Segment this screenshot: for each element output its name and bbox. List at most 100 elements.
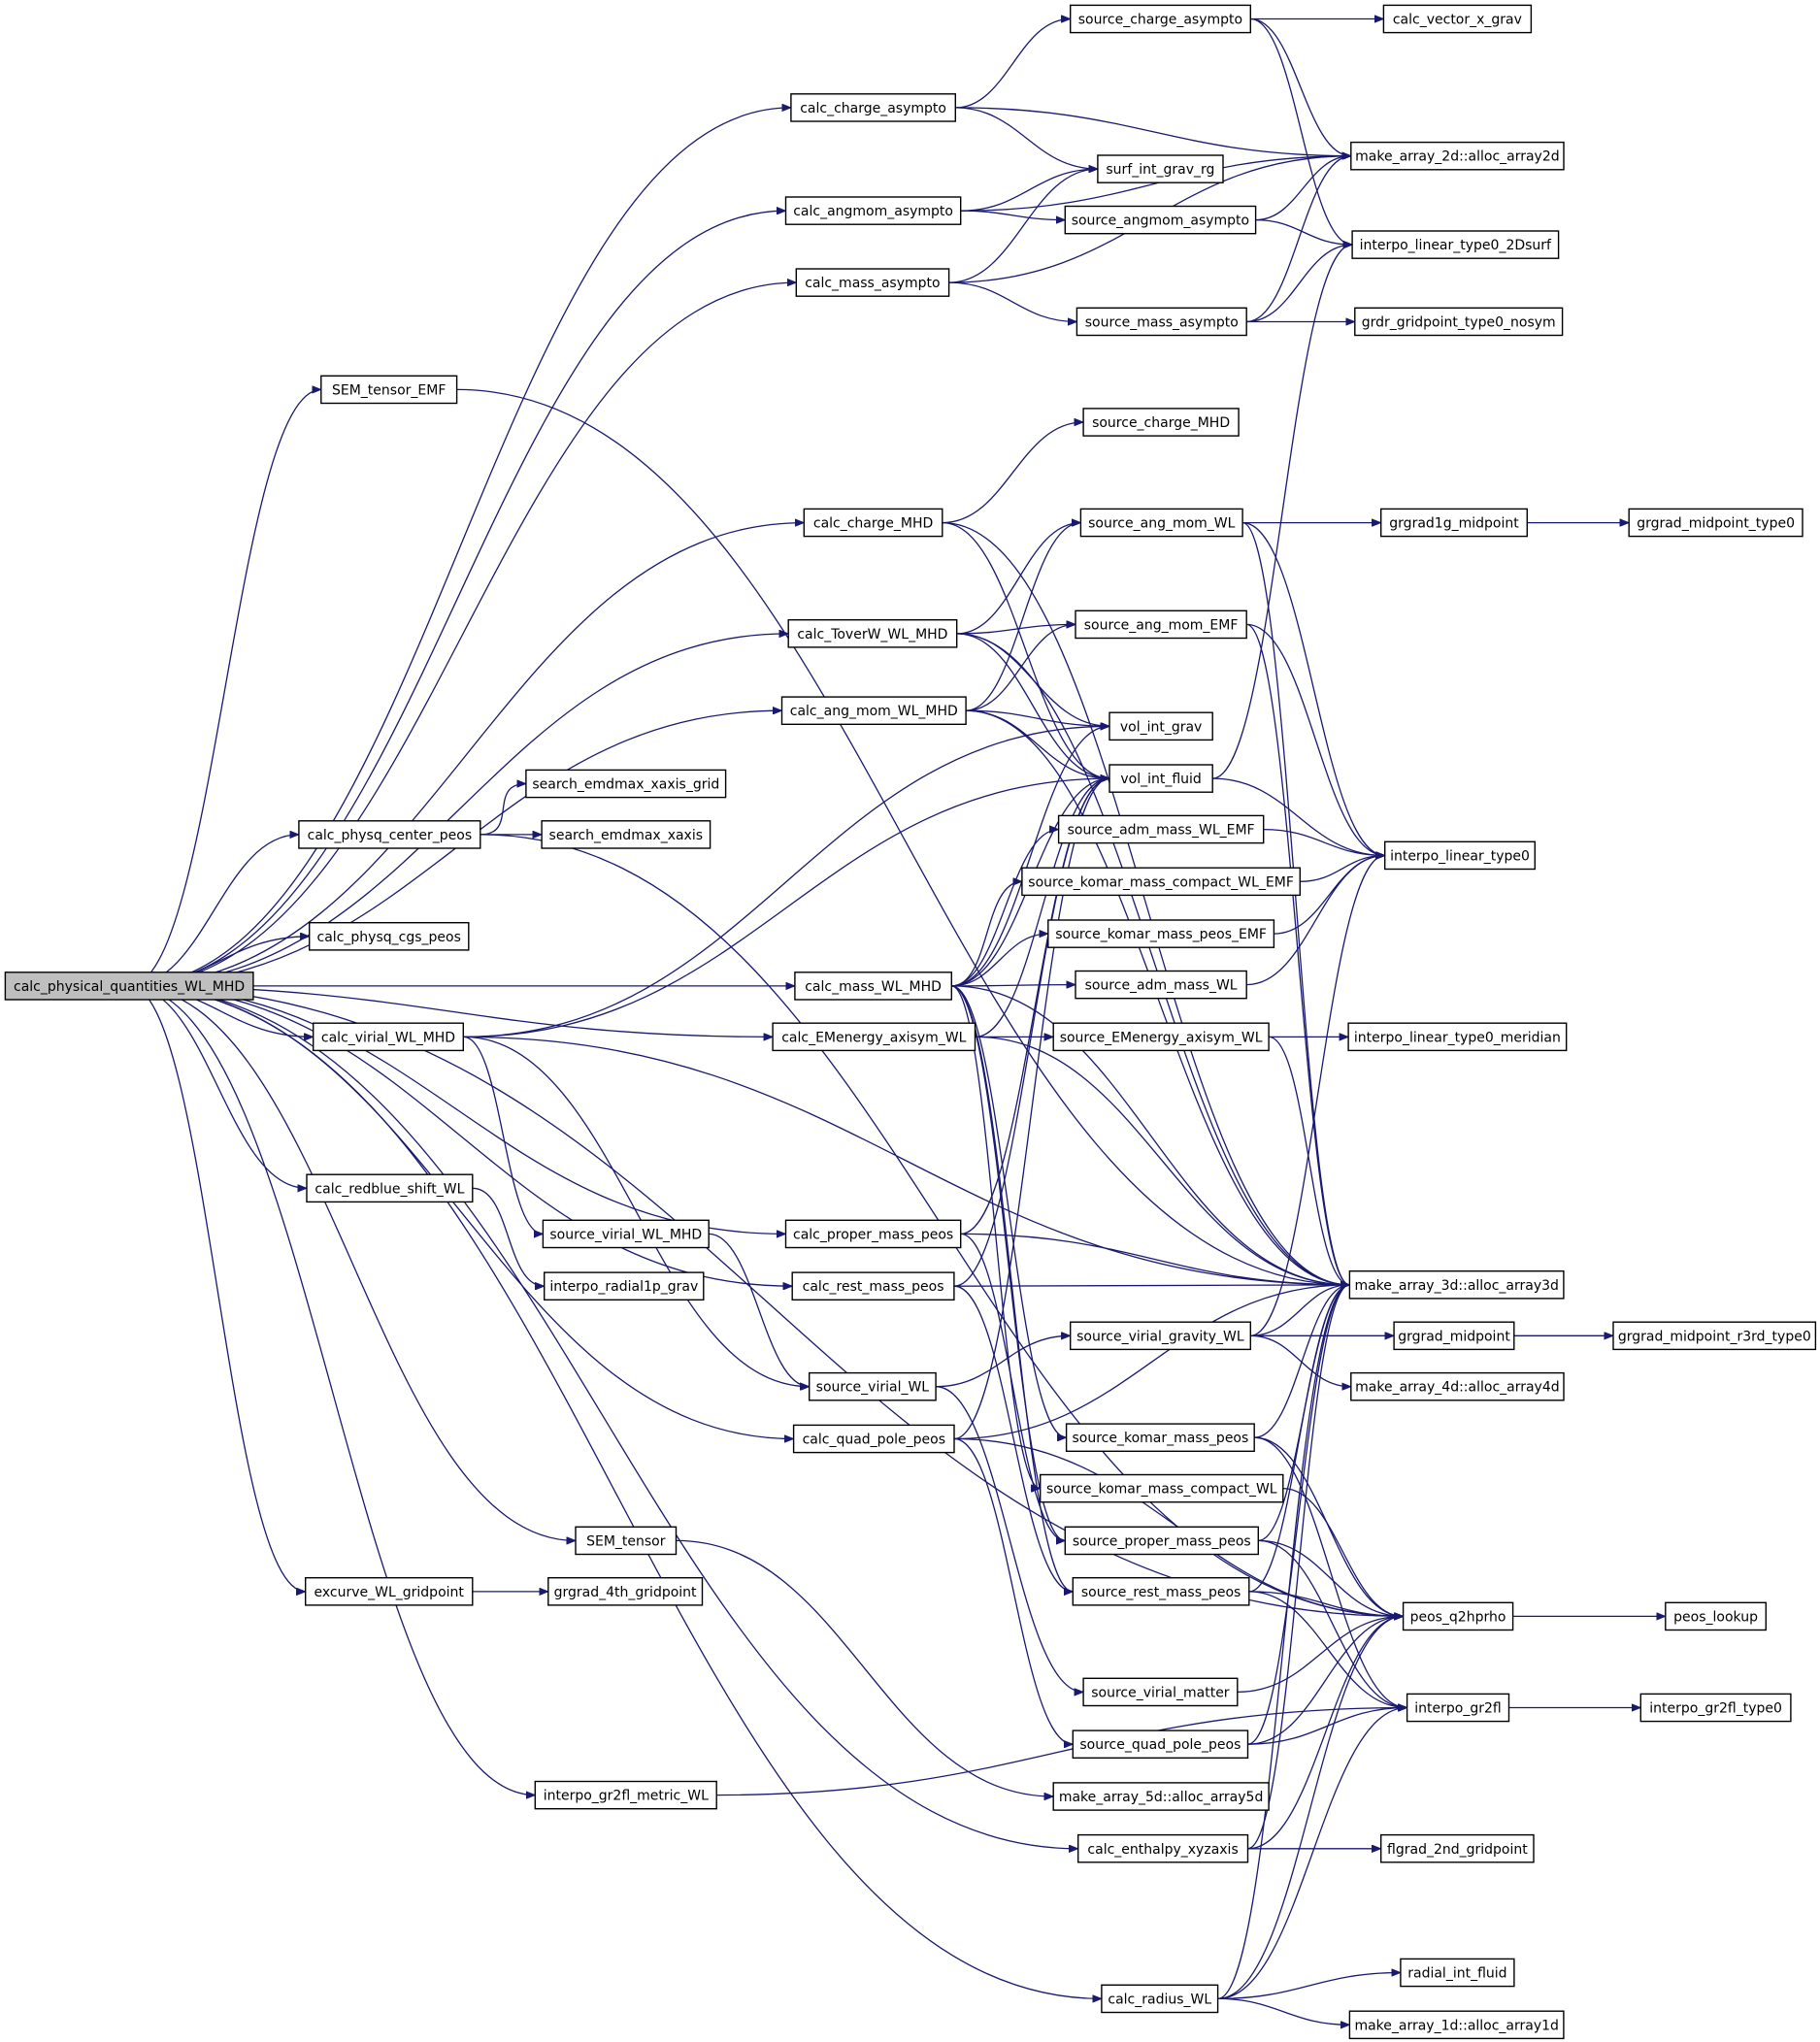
node-calc-ang-mom-wl-mhd[interactable]: calc_ang_mom_WL_MHD — [780, 696, 967, 725]
node-box — [1639, 1693, 1792, 1723]
node-calc-mass-asympto[interactable]: calc_mass_asympto — [795, 268, 950, 297]
node-label: flgrad_2nd_gridpoint — [1387, 1842, 1528, 1858]
node-radial-int-fluid[interactable]: radial_int_fluid — [1400, 1958, 1515, 1988]
node-label: source_ang_mom_WL — [1088, 516, 1236, 532]
node-label: calc_charge_MHD — [813, 516, 933, 532]
edge-calc-mass-wl-mhd-to-source-komar-mass-compact-wl-emf — [951, 881, 1022, 987]
edge-calc-angmom-asympto-to-source-angmom-asympto — [960, 210, 1066, 219]
node-vol-int-fluid[interactable]: vol_int_fluid — [1109, 764, 1213, 793]
node-grgrad-midpoint-r3rd-type0[interactable]: grgrad_midpoint_r3rd_type0 — [1612, 1321, 1817, 1351]
node-calc-redblue-shift-wl[interactable]: calc_redblue_shift_WL — [306, 1173, 474, 1203]
node-label: radial_int_fluid — [1407, 1966, 1506, 1982]
node-calc-physical-quantities-wl-mhd[interactable]: calc_physical_quantities_WL_MHD — [4, 972, 254, 1001]
node-label: SEM_tensor_EMF — [332, 382, 446, 398]
edge-calc-virial-wl-mhd-to-source-virial-wl — [463, 1036, 809, 1386]
node-source-ang-mom-wl[interactable]: source_ang_mom_WL — [1079, 508, 1243, 538]
node-grgrad-midpoint-type0[interactable]: grgrad_midpoint_type0 — [1628, 508, 1803, 538]
node-interpo-gr2fl-metric-wl[interactable]: interpo_gr2fl_metric_WL — [534, 1780, 717, 1810]
edge-source-ang-mom-wl-to-make-array-3d-alloc-array3d — [1242, 521, 1349, 1285]
node-interpo-linear-type0-meridian[interactable]: interpo_linear_type0_meridian — [1347, 1022, 1568, 1052]
node-calc-quad-pole-peos[interactable]: calc_quad_pole_peos — [792, 1424, 955, 1454]
node-source-virial-wl[interactable]: source_virial_WL — [809, 1371, 937, 1401]
node-search-emdmax-xaxis[interactable]: search_emdmax_xaxis — [541, 820, 711, 849]
node-source-komar-mass-compact-wl-emf[interactable]: source_komar_mass_compact_WL_EMF — [1021, 867, 1302, 897]
node-source-emenergy-axisym-wl[interactable]: source_EMenergy_axisym_WL — [1052, 1022, 1270, 1052]
node-interpo-linear-type0-2dsurf[interactable]: interpo_linear_type0_2Dsurf — [1351, 230, 1560, 259]
node-source-komar-mass-peos[interactable]: source_komar_mass_peos — [1065, 1423, 1255, 1452]
node-calc-enthalpy-xyzaxis[interactable]: calc_enthalpy_xyzaxis — [1076, 1833, 1249, 1863]
edge-source-angmom-asympto-to-interpo-linear-type0-2dsurf — [1255, 218, 1353, 246]
node-box — [313, 1022, 465, 1052]
node-grgrad1g-midpoint[interactable]: grgrad1g_midpoint — [1379, 508, 1528, 538]
node-label: calc_charge_asympto — [800, 101, 946, 116]
node-vol-int-grav[interactable]: vol_int_grav — [1109, 711, 1213, 741]
node-grgrad-4th-gridpoint[interactable]: grgrad_4th_gridpoint — [547, 1576, 704, 1606]
node-flgrad-2nd-gridpoint[interactable]: flgrad_2nd_gridpoint — [1379, 1833, 1535, 1863]
node-source-quad-pole-peos[interactable]: source_quad_pole_peos — [1072, 1729, 1249, 1759]
node-calc-mass-wl-mhd[interactable]: calc_mass_WL_MHD — [794, 972, 953, 1001]
node-source-virial-matter[interactable]: source_virial_matter — [1082, 1677, 1239, 1707]
node-grgrad-midpoint[interactable]: grgrad_midpoint — [1393, 1321, 1515, 1351]
node-make-array-5d-alloc-array5d[interactable]: make_array_5d::alloc_array5d — [1052, 1782, 1270, 1811]
node-calc-virial-wl-mhd[interactable]: calc_virial_WL_MHD — [313, 1022, 465, 1052]
node-label: search_emdmax_xaxis — [549, 828, 703, 843]
node-source-adm-mass-wl[interactable]: source_adm_mass_WL — [1075, 970, 1247, 1000]
node-source-virial-wl-mhd[interactable]: source_virial_WL_MHD — [542, 1219, 710, 1249]
edge-calc-radius-wl-to-radial-int-fluid — [1217, 1973, 1401, 2000]
edge-source-ang-mom-emf-to-make-array-3d-alloc-array3d — [1246, 623, 1349, 1285]
node-box — [1393, 1321, 1515, 1351]
node-interpo-gr2fl-type0[interactable]: interpo_gr2fl_type0 — [1639, 1693, 1792, 1723]
node-source-mass-asympto[interactable]: source_mass_asympto — [1075, 307, 1247, 337]
node-calc-charge-mhd[interactable]: calc_charge_MHD — [803, 508, 943, 538]
node-calc-toverw-wl-mhd[interactable]: calc_ToverW_WL_MHD — [787, 619, 958, 648]
node-source-angmom-asympto[interactable]: source_angmom_asympto — [1064, 205, 1257, 235]
node-label: make_array_4d::alloc_array4d — [1355, 1380, 1560, 1396]
node-label: source_charge_MHD — [1092, 415, 1230, 431]
node-grdr-gridpoint-type0-nosym[interactable]: grdr_gridpoint_type0_nosym — [1354, 307, 1564, 337]
edge-calc-proper-mass-peos-to-make-array-3d-alloc-array3d — [960, 1233, 1350, 1285]
node-make-array-4d-alloc-array4d[interactable]: make_array_4d::alloc_array4d — [1350, 1371, 1565, 1401]
node-calc-physq-cgs-peos[interactable]: calc_physq_cgs_peos — [309, 922, 470, 951]
node-box — [1075, 970, 1247, 1000]
node-sem-tensor-emf[interactable]: SEM_tensor_EMF — [320, 375, 458, 405]
edge-calc-physical-quantities-wl-mhd-to-peos-q2hprho — [129, 985, 1404, 1617]
node-box — [1047, 919, 1275, 948]
node-peos-lookup[interactable]: peos_lookup — [1665, 1601, 1768, 1631]
node-make-array-2d-alloc-array2d[interactable]: make_array_2d::alloc_array2d — [1350, 141, 1565, 171]
node-source-charge-mhd[interactable]: source_charge_MHD — [1082, 408, 1240, 437]
node-source-proper-mass-peos[interactable]: source_proper_mass_peos — [1064, 1526, 1260, 1556]
node-calc-radius-wl[interactable]: calc_radius_WL — [1101, 1984, 1219, 2014]
node-calc-emenergy-axisym-wl[interactable]: calc_EMenergy_axisym_WL — [772, 1022, 976, 1052]
node-make-array-1d-alloc-array1d[interactable]: make_array_1d::alloc_array1d — [1348, 2010, 1565, 2040]
node-surf-int-grav-rg[interactable]: surf_int_grav_rg — [1097, 154, 1224, 183]
node-source-komar-mass-compact-wl[interactable]: source_komar_mass_compact_WL — [1039, 1473, 1284, 1503]
node-interpo-linear-type0[interactable]: interpo_linear_type0 — [1383, 840, 1536, 871]
node-box — [1069, 4, 1251, 34]
node-label: calc_mass_asympto — [805, 276, 940, 291]
node-peos-q2hprho[interactable]: peos_q2hprho — [1402, 1601, 1514, 1631]
node-make-array-3d-alloc-array3d[interactable]: make_array_3d::alloc_array3d — [1348, 1269, 1565, 1300]
node-source-rest-mass-peos[interactable]: source_rest_mass_peos — [1072, 1576, 1250, 1606]
node-calc-rest-mass-peos[interactable]: calc_rest_mass_peos — [791, 1271, 955, 1301]
node-source-adm-mass-wl-emf[interactable]: source_adm_mass_WL_EMF — [1057, 814, 1265, 844]
edge-source-virial-wl-to-source-virial-matter — [936, 1386, 1083, 1693]
node-interpo-gr2fl[interactable]: interpo_gr2fl — [1406, 1693, 1510, 1723]
node-box — [1069, 1321, 1251, 1351]
node-search-emdmax-xaxis-grid[interactable]: search_emdmax_xaxis_grid — [525, 769, 727, 799]
node-source-virial-gravity-wl[interactable]: source_virial_gravity_WL — [1069, 1321, 1251, 1351]
edge-calc-charge-mhd-to-source-charge-mhd — [942, 422, 1083, 524]
node-source-ang-mom-emf[interactable]: source_ang_mom_EMF — [1075, 609, 1247, 640]
node-excurve-wl-gridpoint[interactable]: excurve_WL_gridpoint — [305, 1576, 474, 1606]
node-source-charge-asympto[interactable]: source_charge_asympto — [1069, 4, 1251, 34]
node-label: source_ang_mom_EMF — [1084, 617, 1239, 633]
node-source-komar-mass-peos-emf[interactable]: source_komar_mass_peos_EMF — [1047, 919, 1275, 948]
node-calc-physq-center-peos[interactable]: calc_physq_center_peos — [298, 820, 481, 849]
node-calc-vector-x-grav[interactable]: calc_vector_x_grav — [1382, 4, 1533, 34]
node-calc-proper-mass-peos[interactable]: calc_proper_mass_peos — [784, 1219, 962, 1249]
edge-source-charge-asympto-to-make-array-2d-alloc-array2d — [1250, 17, 1351, 156]
node-calc-charge-asympto[interactable]: calc_charge_asympto — [790, 93, 957, 122]
node-sem-tensor[interactable]: SEM_tensor — [575, 1526, 678, 1556]
edge-calc-mass-wl-mhd-to-source-komar-mass-compact-wl — [951, 985, 1040, 1489]
node-calc-angmom-asympto[interactable]: calc_angmom_asympto — [784, 196, 962, 225]
node-interpo-radial1p-grav[interactable]: interpo_radial1p_grav — [544, 1271, 705, 1301]
